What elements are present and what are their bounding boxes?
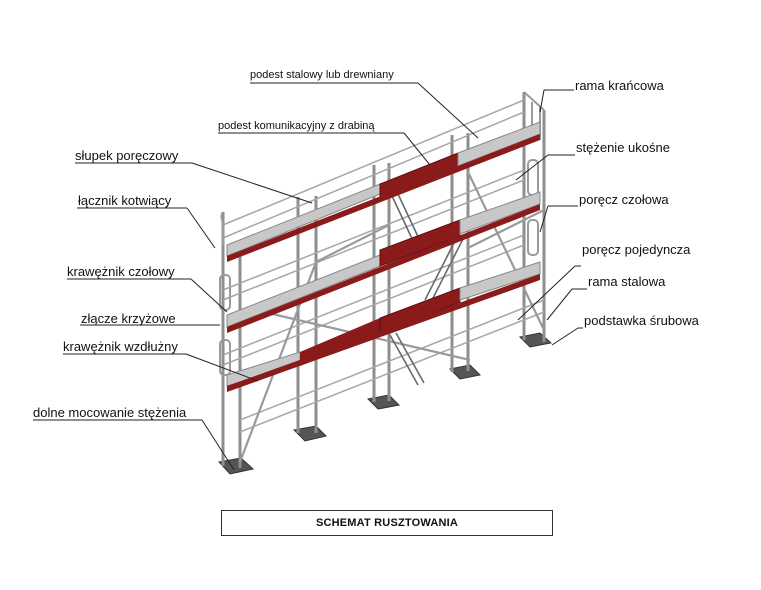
label-dolne-mocowanie: dolne mocowanie stężenia	[33, 405, 187, 420]
label-podstawka-srubowa: podstawka śrubowa	[584, 313, 699, 328]
label-zlacze-krzyzowe: złącze krzyżowe	[81, 311, 176, 326]
guard-rails	[222, 99, 545, 433]
label-stezenie-ukosne: stężenie ukośne	[576, 140, 670, 155]
label-rama-krancowa: rama krańcowa	[575, 78, 664, 93]
leader-lines	[33, 82, 587, 471]
label-lacznik-kotwiacy: łącznik kotwiący	[78, 193, 172, 208]
label-rama-stalowa: rama stalowa	[588, 274, 666, 289]
label-kraweznik-wzdluzny: krawężnik wzdłużny	[63, 339, 178, 354]
base-plates	[218, 332, 553, 475]
label-porecz-pojedyncza: poręcz pojedyncza	[582, 242, 691, 257]
label-slupek-poreczowy: słupek poręczowy	[75, 148, 179, 163]
end-frames	[219, 91, 545, 376]
label-porecz-czolowa: poręcz czołowa	[579, 192, 669, 207]
label-podest-stalowy: podest stalowy lub drewniany	[250, 69, 394, 81]
deck-level-2	[226, 191, 541, 333]
diagram-caption: SCHEMAT RUSZTOWANIA	[221, 510, 553, 536]
ladders	[389, 193, 465, 386]
deck-level-3	[226, 121, 541, 262]
label-podest-komunikacyjny: podest komunikacyjny z drabiną	[218, 120, 375, 132]
label-kraweznik-czolowy: krawężnik czołowy	[67, 264, 175, 279]
deck-level-1	[226, 261, 541, 392]
